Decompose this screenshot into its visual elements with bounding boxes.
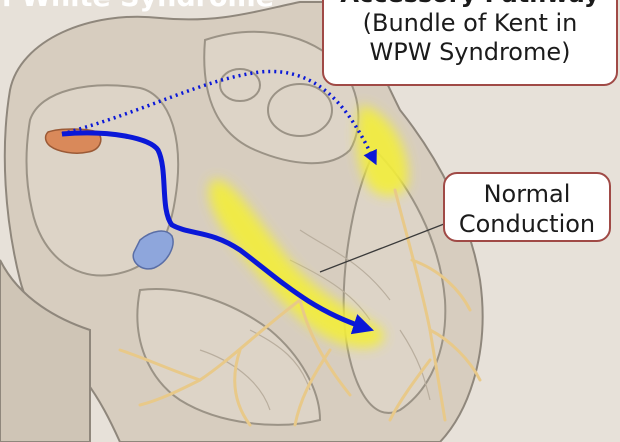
purkinje-fibers: [118, 188, 482, 427]
accessory-pathway-highlight: [356, 105, 409, 196]
aortic-valve: [267, 83, 333, 137]
bundle-of-his-highlight: [208, 179, 384, 348]
normal-conduction-leader-line: [319, 223, 445, 273]
av-node: [132, 230, 174, 270]
highlight-glow: [208, 105, 409, 348]
accessory-pathway-line-2: WPW Syndrome): [369, 38, 571, 66]
normal-conduction-arrow: [61, 130, 374, 335]
accessory-pathway-line-1: (Bundle of Kent in: [362, 9, 578, 37]
normal-conduction-line-2: Conduction: [458, 210, 596, 238]
normal-conduction-callout: Normal Conduction: [443, 172, 611, 242]
accessory-pathway-arrow: [61, 69, 377, 166]
accessory-pathway-heading: Accessory Pathway: [324, 0, 616, 9]
pulmonary-valve: [219, 68, 261, 102]
diagram-title-fragment: n-White Syndrome: [0, 0, 274, 13]
normal-conduction-line-1: Normal: [483, 180, 571, 208]
accessory-pathway-callout: Accessory Pathway (Bundle of Kent in WPW…: [322, 0, 618, 86]
